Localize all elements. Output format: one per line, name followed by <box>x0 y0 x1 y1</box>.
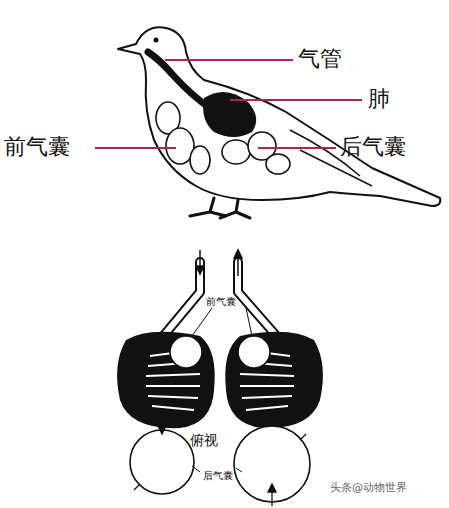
anterior-air-sacs <box>170 336 270 368</box>
watermark: 头条@动物世界 <box>330 482 407 495</box>
bird-eye <box>154 38 159 43</box>
posterior-air-sacs <box>130 426 310 502</box>
part-label: 后气囊 <box>203 470 233 482</box>
parabronchi <box>146 350 294 410</box>
part-label: 前气囊 <box>4 134 70 159</box>
lungs-top-view <box>117 332 323 428</box>
leader-lines <box>95 60 362 148</box>
flow-arrows <box>196 250 242 276</box>
view-label: 俯视 <box>190 432 218 448</box>
sac-arrows <box>134 408 306 506</box>
part-label: 肺 <box>368 86 390 111</box>
bird-body <box>118 27 440 206</box>
part-label: 前气囊 <box>206 296 236 308</box>
part-label: 后气囊 <box>340 134 406 159</box>
bird-legs <box>190 198 250 218</box>
part-label: 气管 <box>298 46 342 71</box>
top-view-airways <box>160 262 280 340</box>
lung <box>203 92 256 137</box>
